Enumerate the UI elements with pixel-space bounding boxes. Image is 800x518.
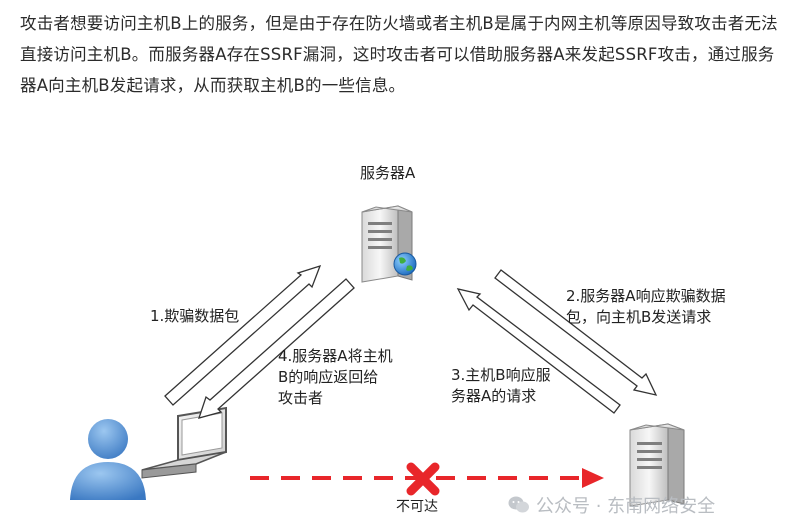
step4-label: 4.服务器A将主机 B的响应返回给 攻击者	[278, 347, 393, 407]
globe-icon	[393, 252, 417, 276]
laptop-icon	[141, 406, 227, 479]
wechat-icon	[508, 496, 529, 513]
watermark-text: 公众号 · 东南网络安全	[536, 496, 716, 517]
server-a-icon	[361, 205, 413, 283]
step1-label: 1.欺骗数据包	[150, 307, 240, 325]
unreachable-label: 不可达	[396, 499, 438, 515]
cross-icon	[406, 462, 440, 496]
arrow-step4	[197, 278, 355, 419]
step2-label: 2.服务器A响应欺骗数据 包，向主机B发送请求	[566, 287, 726, 326]
arrow-step1	[164, 264, 322, 406]
intro-paragraph: 攻击者想要访问主机B上的服务，但是由于存在防火墙或者主机B是属于内网主机等原因导…	[20, 14, 778, 95]
watermark: 公众号 · 东南网络安全	[508, 492, 715, 518]
host-b-server-icon	[629, 423, 685, 507]
server-a-label: 服务器A	[360, 164, 416, 182]
arrow-step2	[494, 269, 658, 396]
step3-label: 3.主机B响应服 务器A的请求	[451, 366, 551, 405]
user-icon	[70, 419, 146, 500]
arrow-step3	[456, 288, 621, 414]
